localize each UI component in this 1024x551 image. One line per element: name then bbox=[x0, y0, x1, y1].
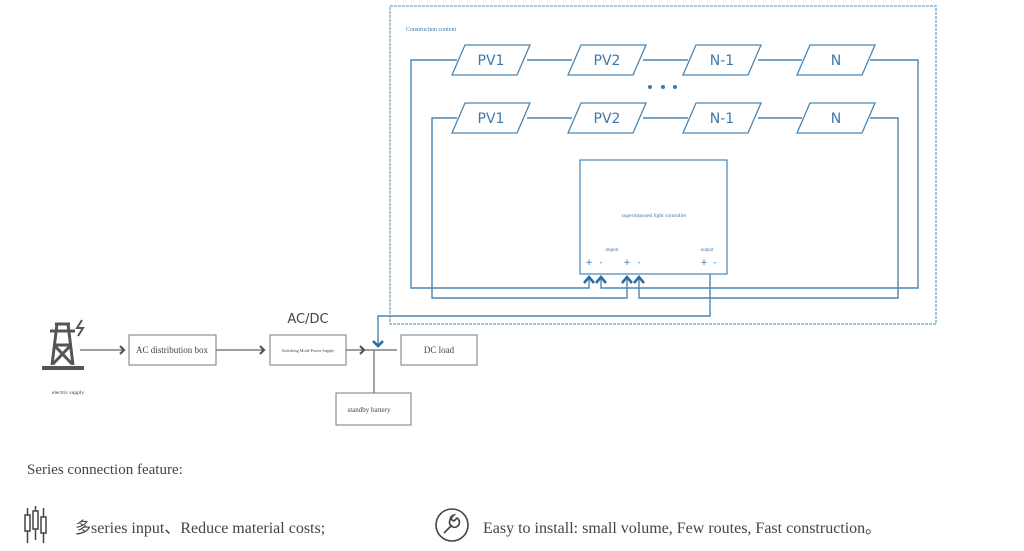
pv-module bbox=[567, 102, 647, 134]
wire bbox=[410, 59, 590, 289]
arrow-up-icon bbox=[583, 274, 595, 284]
terminal-plus: + bbox=[623, 258, 631, 268]
battery-label: standby battery bbox=[348, 406, 391, 414]
pv-module bbox=[682, 102, 762, 134]
terminal-plus: + bbox=[700, 258, 708, 268]
pv-module bbox=[682, 44, 762, 76]
standby-battery-box bbox=[335, 392, 412, 426]
acdc-label: AC/DC bbox=[287, 312, 328, 327]
ac-distribution-box bbox=[128, 334, 217, 366]
pv-module bbox=[796, 44, 876, 76]
pv-label: N-1 bbox=[710, 111, 734, 127]
construction-label: Construction content bbox=[406, 27, 456, 33]
wire bbox=[431, 117, 628, 299]
wire bbox=[80, 349, 397, 393]
arrow-up-icon bbox=[595, 274, 607, 284]
ellipsis-dot bbox=[661, 85, 665, 89]
pv-module bbox=[567, 44, 647, 76]
terminal-minus: - bbox=[599, 258, 602, 268]
dc-load-box bbox=[400, 334, 478, 366]
ellipsis-dot bbox=[648, 85, 652, 89]
pv-label: N-1 bbox=[710, 53, 734, 69]
wire bbox=[638, 117, 899, 299]
pv-label: PV1 bbox=[478, 111, 505, 127]
arrow-up-icon bbox=[633, 274, 645, 284]
arrow-up-icon bbox=[621, 274, 633, 284]
power-tower-icon bbox=[42, 319, 85, 370]
features-heading: Series connection feature: bbox=[27, 462, 183, 478]
wrench-icon bbox=[435, 508, 469, 542]
ellipsis-dot bbox=[673, 85, 677, 89]
terminal-plus: + bbox=[585, 258, 593, 268]
controller-title: superimposed light controller bbox=[622, 213, 687, 219]
pv-module bbox=[796, 102, 876, 134]
pv-label: PV1 bbox=[478, 53, 505, 69]
light-controller-box bbox=[579, 159, 728, 275]
ac-box-label: AC distribution box bbox=[136, 345, 209, 355]
pv-label: N bbox=[831, 53, 841, 69]
pv-label: N bbox=[831, 111, 841, 127]
smps-label: Switching Mode Power Supply bbox=[282, 348, 335, 353]
arrow-down-icon bbox=[372, 340, 384, 348]
arrow-right-icon bbox=[119, 345, 126, 355]
pv-module bbox=[451, 102, 531, 134]
construction-frame bbox=[389, 5, 937, 325]
terminal-minus: - bbox=[713, 258, 716, 268]
pv-label: PV2 bbox=[594, 53, 621, 69]
series-input-icon bbox=[24, 506, 47, 543]
import-label: import bbox=[605, 248, 619, 253]
pv-module bbox=[451, 44, 531, 76]
wire bbox=[377, 274, 711, 345]
feature-text: 多series input、Reduce material costs; bbox=[75, 520, 326, 537]
electric-supply-label: electric supply bbox=[52, 390, 84, 396]
arrow-right-icon bbox=[359, 345, 366, 355]
terminal-minus: - bbox=[637, 258, 640, 268]
dc-load-label: DC load bbox=[424, 345, 455, 355]
feature-text: Easy to install: small volume, Few route… bbox=[483, 520, 882, 537]
wire bbox=[600, 59, 919, 289]
output-label: output bbox=[701, 248, 714, 253]
pv-label: PV2 bbox=[594, 111, 621, 127]
arrow-right-icon bbox=[259, 345, 266, 355]
smps-box bbox=[269, 334, 347, 366]
